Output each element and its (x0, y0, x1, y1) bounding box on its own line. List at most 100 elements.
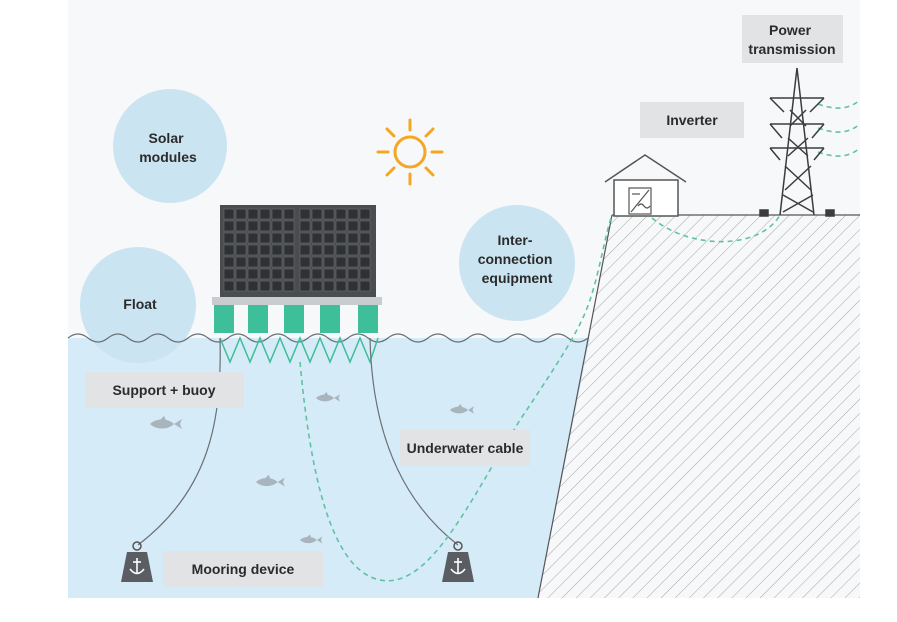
land-cable (651, 214, 781, 243)
mooring-device-label: Mooring device (192, 561, 295, 577)
interconnection-label: Inter- connection equipment (478, 232, 557, 286)
solar-modules-label: Solar modules (139, 130, 197, 165)
solar-cell (235, 220, 247, 232)
solar-cell (283, 280, 295, 292)
solar-cell (335, 268, 347, 280)
solar-cell (283, 256, 295, 268)
float-label: Float (123, 296, 157, 312)
solar-cell (235, 244, 247, 256)
solar-cell (323, 244, 335, 256)
solar-cell (347, 256, 359, 268)
solar-cell (259, 244, 271, 256)
solar-cell (247, 208, 259, 220)
solar-cell (347, 232, 359, 244)
solar-cell (347, 280, 359, 292)
solar-cell (247, 244, 259, 256)
solar-cell (247, 232, 259, 244)
solar-cell (247, 280, 259, 292)
power-transmission-label-box (742, 15, 843, 63)
solar-cell (359, 268, 371, 280)
solar-cell (299, 220, 311, 232)
solar-cell (347, 244, 359, 256)
solar-cell (283, 268, 295, 280)
mooring-line-right (369, 337, 459, 546)
solar-cell (223, 268, 235, 280)
solar-cell (259, 268, 271, 280)
solar-cell (271, 244, 283, 256)
solar-cell (335, 244, 347, 256)
mooring-device-label-box (163, 551, 323, 587)
solar-cell (223, 232, 235, 244)
solar-cell (299, 256, 311, 268)
solar-cell (335, 256, 347, 268)
solar-cell (347, 208, 359, 220)
solar-cell (335, 208, 347, 220)
solar-cell (235, 232, 247, 244)
solar-cell (223, 220, 235, 232)
solar-cell (311, 220, 323, 232)
solar-cell (223, 208, 235, 220)
solar-cell (299, 244, 311, 256)
solar-cell (323, 280, 335, 292)
underwater-cable-label-box (400, 430, 530, 466)
solar-cell (247, 220, 259, 232)
solar-cell (223, 280, 235, 292)
inverter-label-box (640, 102, 744, 138)
solar-cell (359, 280, 371, 292)
solar-cell (311, 268, 323, 280)
solar-cell (259, 208, 271, 220)
solar-cell (359, 256, 371, 268)
solar-cell (223, 244, 235, 256)
solar-cell (311, 280, 323, 292)
solar-cell (259, 232, 271, 244)
solar-cell (247, 256, 259, 268)
solar-cell (247, 268, 259, 280)
support-buoy-label-box (85, 372, 244, 408)
solar-cell (299, 232, 311, 244)
sun-icon (376, 118, 444, 186)
solar-cell (347, 220, 359, 232)
transmission-wires (817, 99, 861, 157)
solar-cell (271, 280, 283, 292)
solar-cell (299, 280, 311, 292)
solar-cell (359, 208, 371, 220)
solar-cell (299, 268, 311, 280)
solar-cell (271, 208, 283, 220)
solar-cell (283, 232, 295, 244)
power-transmission-label: Power transmission (748, 22, 835, 57)
mooring-line-left (137, 337, 221, 546)
solar-cell (271, 256, 283, 268)
solar-cell (323, 232, 335, 244)
solar-cell (311, 256, 323, 268)
solar-cell (235, 208, 247, 220)
solar-cell (299, 208, 311, 220)
solar-cell (235, 256, 247, 268)
solar-cell (335, 232, 347, 244)
support-buoy-label: Support + buoy (112, 382, 215, 398)
solar-cell (323, 256, 335, 268)
solar-cell (283, 208, 295, 220)
solar-cell (259, 280, 271, 292)
solar-cell (271, 268, 283, 280)
solar-cell (235, 280, 247, 292)
solar-cell (259, 256, 271, 268)
solar-cell (335, 220, 347, 232)
solar-modules-bubble (113, 89, 227, 203)
solar-panel-icon (212, 205, 382, 365)
solar-cell (271, 220, 283, 232)
solar-cell (359, 220, 371, 232)
solar-cell (259, 220, 271, 232)
solar-cell (311, 232, 323, 244)
inverter-label: Inverter (666, 112, 718, 128)
inverter-icon (628, 187, 652, 215)
solar-cell (359, 232, 371, 244)
water-surface-wave (67, 333, 589, 343)
underwater-cable (299, 214, 613, 582)
solar-cell (323, 220, 335, 232)
solar-cell (271, 232, 283, 244)
solar-cell (323, 268, 335, 280)
underwater-cable-label: Underwater cable (407, 440, 524, 456)
solar-cell (359, 244, 371, 256)
solar-cell (311, 244, 323, 256)
